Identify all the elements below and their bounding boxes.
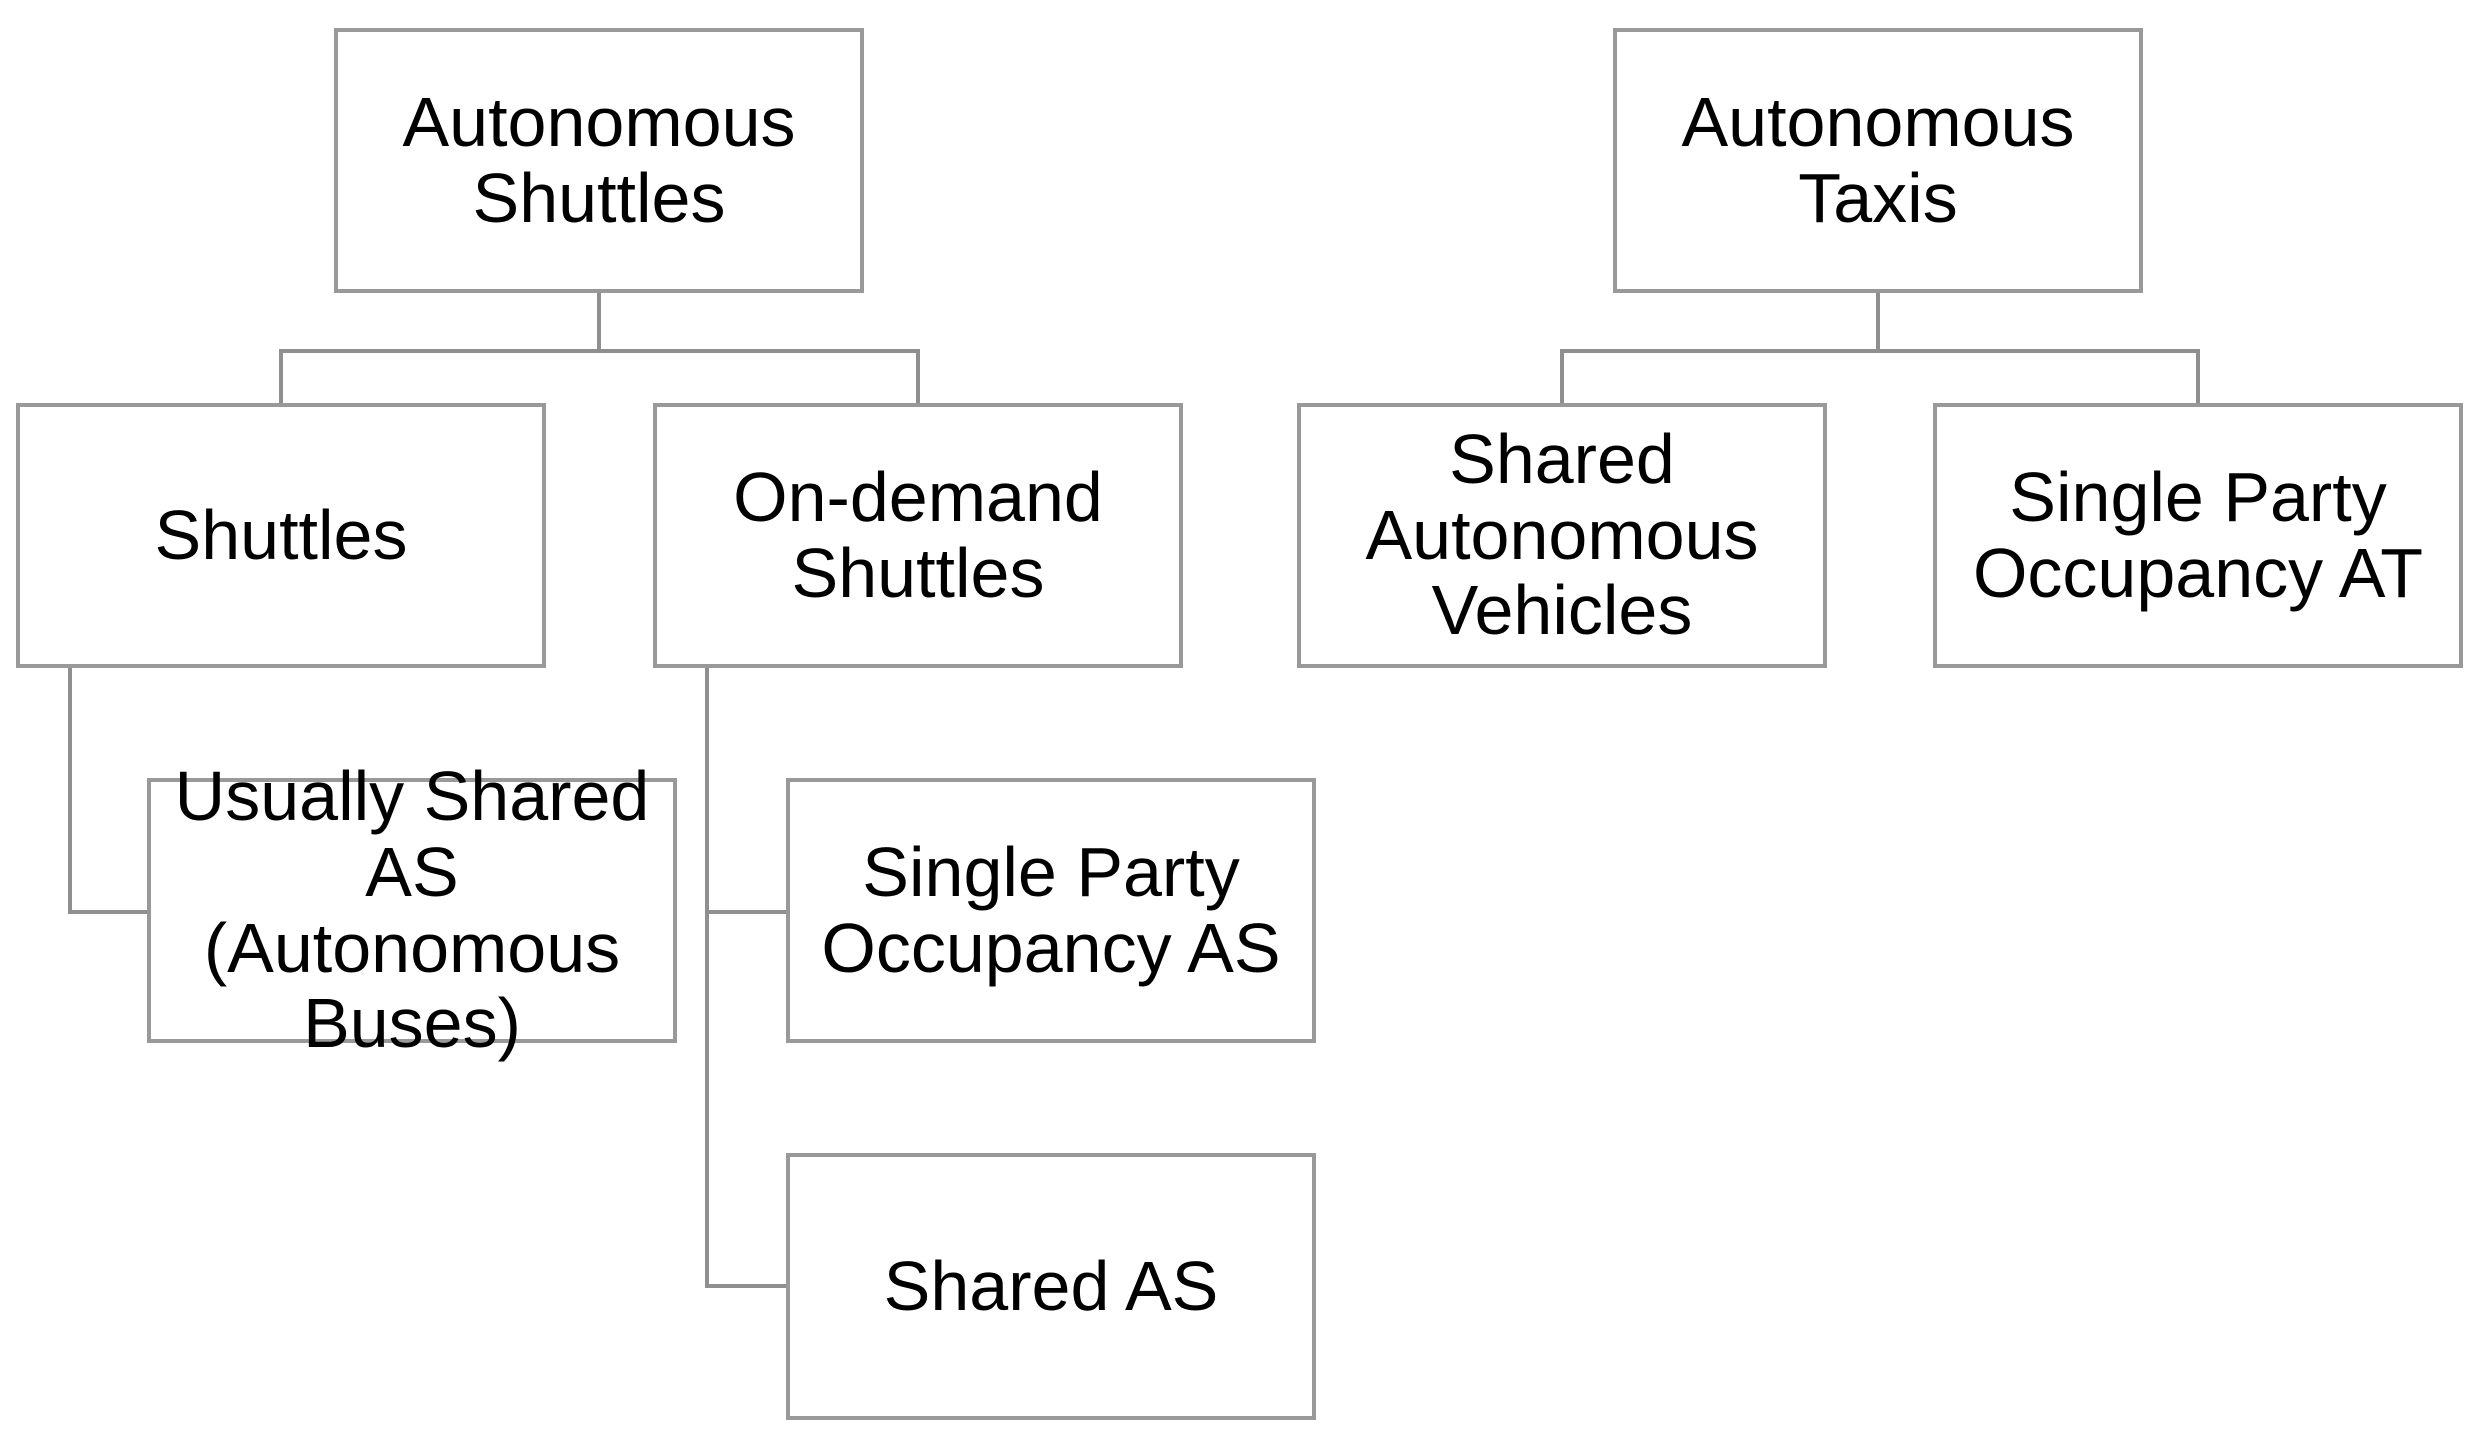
- node-shared-autonomous-vehicles: Shared Autonomous Vehicles: [1297, 403, 1827, 668]
- node-label-autonomous-taxis: Autonomous Taxis: [1681, 82, 2075, 237]
- node-label-single-party-occupancy-as: Single Party Occupancy AS: [821, 832, 1281, 987]
- node-label-usually-shared-as: Usually Shared AS (Autonomous Buses): [174, 757, 650, 1063]
- node-label-shuttles: Shuttles: [154, 495, 408, 574]
- connector-on-demand-to-single-party-as: [705, 666, 786, 914]
- node-label-on-demand-shuttles: On-demand Shuttles: [733, 457, 1103, 612]
- node-usually-shared-as: Usually Shared AS (Autonomous Buses): [147, 758, 677, 1061]
- connector-on-demand-to-shared-as: [705, 666, 786, 1288]
- node-label-shared-as: Shared AS: [883, 1246, 1219, 1325]
- connector-shuttles-to-usually-shared-as: [68, 666, 147, 914]
- node-autonomous-taxis: Autonomous Taxis: [1613, 28, 2143, 293]
- connector-taxis-bus: [1560, 349, 2200, 403]
- connector-shuttles-bus: [279, 349, 920, 403]
- node-single-party-occupancy-at: Single Party Occupancy AT: [1933, 403, 2463, 668]
- node-label-autonomous-shuttles: Autonomous Shuttles: [402, 82, 796, 237]
- node-label-single-party-occupancy-at: Single Party Occupancy AT: [1972, 457, 2423, 612]
- node-single-party-occupancy-as: Single Party Occupancy AS: [786, 778, 1316, 1043]
- node-shared-as: Shared AS: [786, 1153, 1316, 1420]
- node-on-demand-shuttles: On-demand Shuttles: [653, 403, 1183, 668]
- node-label-shared-autonomous-vehicles: Shared Autonomous Vehicles: [1365, 420, 1759, 650]
- node-shuttles: Shuttles: [16, 403, 546, 668]
- node-autonomous-shuttles: Autonomous Shuttles: [334, 28, 864, 293]
